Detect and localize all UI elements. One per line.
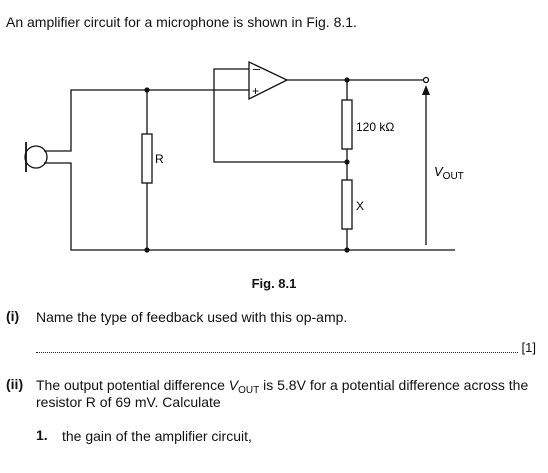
resistor-r: [141, 133, 153, 184]
op-amp: [248, 60, 289, 101]
question-ii-label: (ii): [6, 376, 24, 392]
resistor-120k: [341, 99, 353, 150]
question-i-text: Name the type of feedback used with this…: [36, 309, 348, 325]
intro-text: An amplifier circuit for a microphone is…: [6, 14, 357, 30]
opamp-plus-label: +: [252, 84, 259, 98]
vout-label: VOUT: [434, 164, 464, 182]
resistor-r-label: R: [155, 152, 164, 166]
question-i-label: (i): [6, 308, 20, 324]
resistor-x-label: X: [356, 199, 364, 213]
figure-caption: Fig. 8.1: [251, 276, 297, 291]
microphone-icon: [24, 145, 48, 169]
marks-i: [1]: [521, 340, 536, 355]
question-ii-text: The output potential difference VOUT is …: [36, 377, 529, 396]
opamp-minus-label: –: [253, 61, 261, 76]
part-1-text: the gain of the amplifier circuit,: [62, 428, 252, 444]
resistor-x: [341, 179, 353, 230]
answer-line-i[interactable]: [1]: [36, 340, 536, 355]
part-1-label: 1.: [36, 427, 48, 443]
resistor-120k-label: 120 kΩ: [356, 120, 394, 134]
circuit-diagram: – + 120 kΩ R X VOUT: [24, 60, 464, 253]
question-ii-text-line2: resistor R of 69 mV. Calculate: [36, 394, 221, 410]
